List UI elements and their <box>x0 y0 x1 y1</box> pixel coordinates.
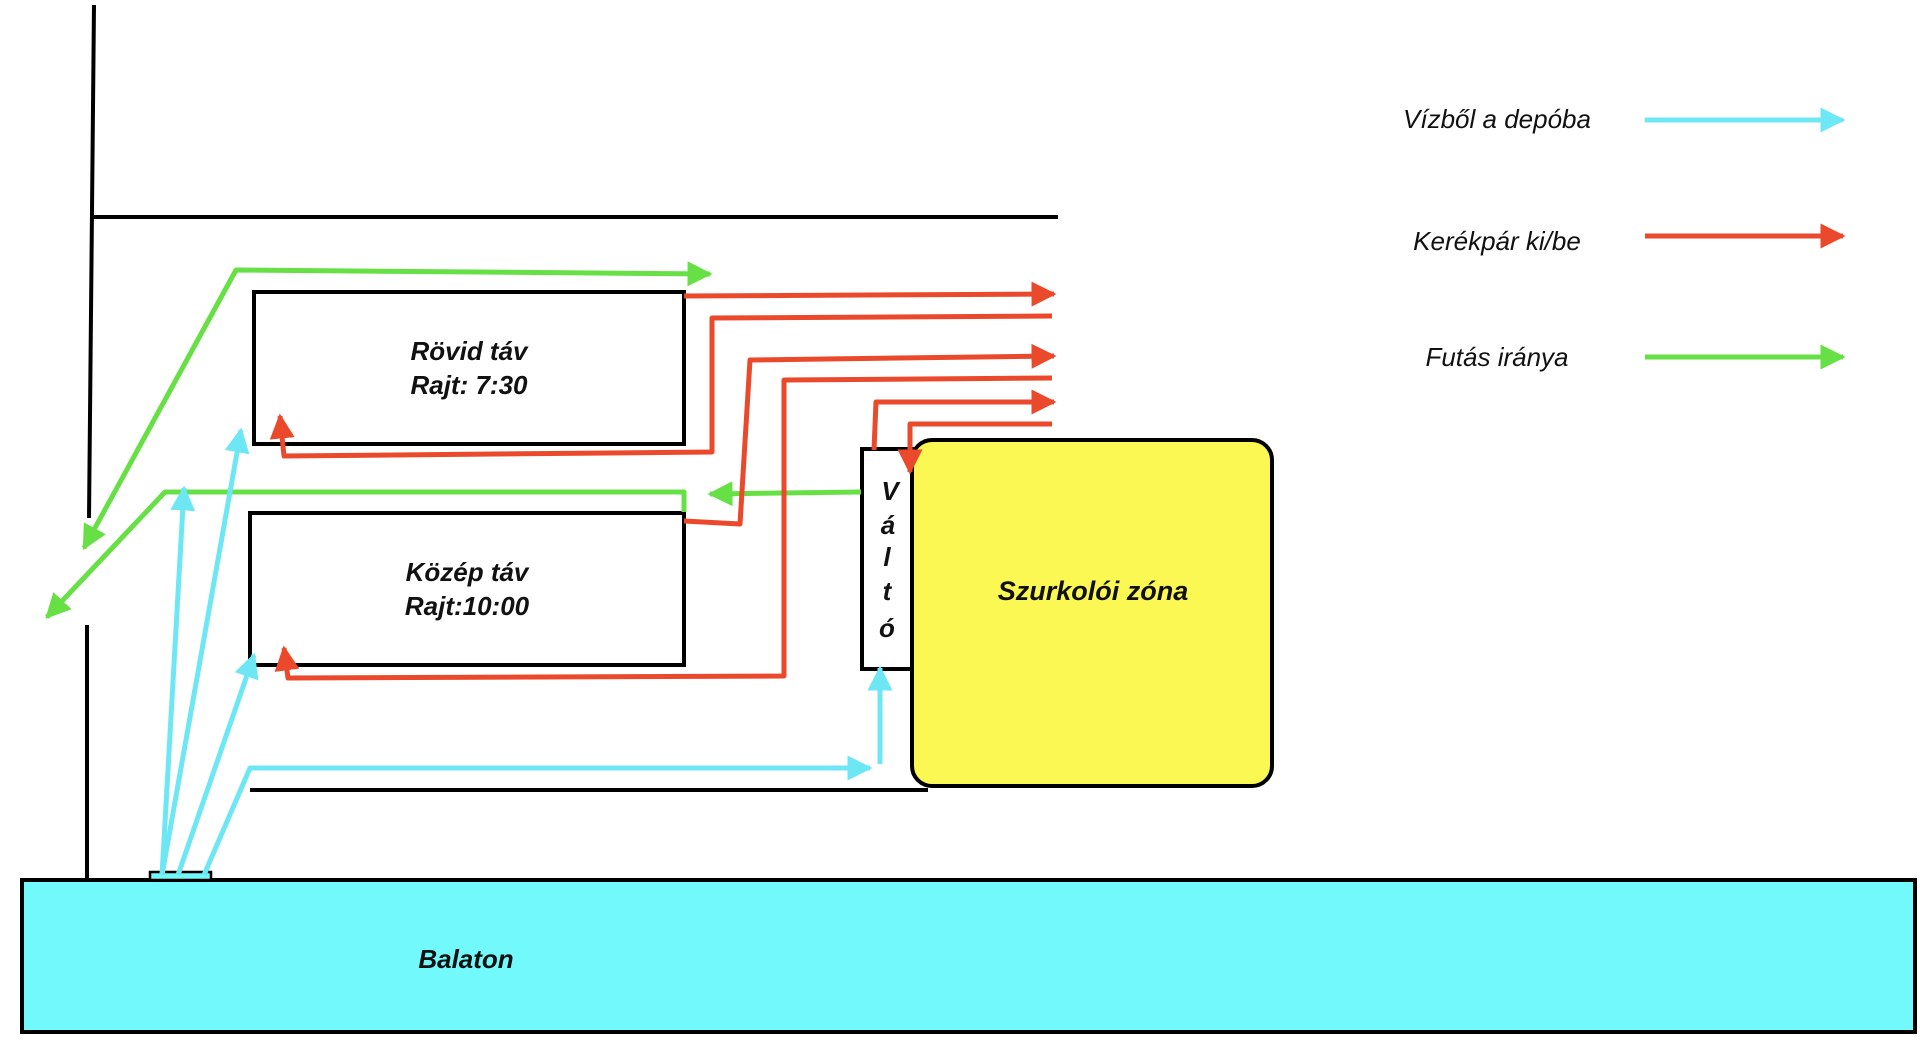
fan-zone <box>910 438 1274 788</box>
bike-route <box>269 281 1057 681</box>
transition-letter: á <box>881 510 895 540</box>
middle-distance-title: Közép táv <box>406 557 530 587</box>
short-distance-title: Rövid táv <box>410 336 529 366</box>
middle-distance-area <box>248 511 686 667</box>
transition-letter: t <box>883 576 893 606</box>
transition-letter: l <box>883 542 891 572</box>
lake-label: Balaton <box>418 944 513 974</box>
short-distance-area <box>252 290 686 446</box>
lake-area <box>20 878 1917 1034</box>
transition-letter: ó <box>879 613 895 643</box>
legend: Vízből a depóba Kerékpár ki/be Futás irá… <box>1403 104 1846 372</box>
fan-zone-label: Szurkolói zóna <box>998 576 1189 606</box>
transition-letter: V <box>881 476 901 506</box>
short-distance-start: Rajt: 7:30 <box>410 370 528 400</box>
swim-route <box>159 427 893 876</box>
legend-run-label: Futás iránya <box>1425 342 1568 372</box>
legend-bike-label: Kerékpár ki/be <box>1413 226 1581 256</box>
middle-distance-start: Rajt:10:00 <box>405 591 530 621</box>
legend-swim-label: Vízből a depóba <box>1403 104 1591 134</box>
